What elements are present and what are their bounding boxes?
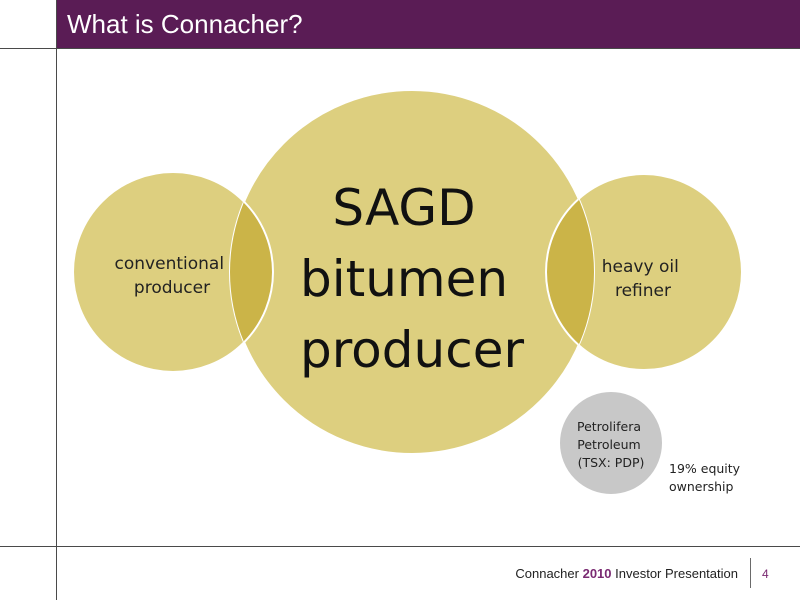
small-label-line-3: (TSX: PDP) [578,455,645,470]
page-number: 4 [762,567,769,581]
left-label-line-1: conventional [115,254,225,274]
connacher-diagram: conventional producer SAGD bitumen produ… [72,89,744,496]
footer-company: Connacher [515,566,579,581]
footer-divider [750,558,751,588]
left-label-line-2: producer [134,278,210,298]
left-vertical-rule [56,0,57,600]
footer-year: 2010 [582,566,612,581]
overlap-right [545,173,594,371]
slide-title: What is Connacher? [67,9,303,39]
small-label-line-1: Petrolifera [577,419,641,434]
header-rule [0,48,800,49]
footer-caption: Connacher 2010 Investor Presentation [515,566,738,582]
equity-annotation: 19% equity ownership [669,461,744,494]
footer-rule [0,546,800,547]
right-circle-label: heavy oil refiner [602,257,684,301]
right-label-line-2: refiner [615,281,671,301]
center-circle-label: SAGD bitumen producer [300,179,524,379]
annotation-line-2: ownership [669,479,734,494]
annotation-line-1: 19% equity [669,461,741,476]
circle-petrolifera-petroleum [558,390,664,496]
title-bar: What is Connacher? [57,0,800,48]
small-circle-label: Petrolifera Petroleum (TSX: PDP) [577,419,645,470]
center-label-line-2: bitumen [300,250,508,308]
center-label-line-1: SAGD [332,179,475,237]
center-label-line-3: producer [300,321,524,379]
footer-suffix: Investor Presentation [615,566,738,581]
overlap-left [230,171,274,373]
left-circle-label: conventional producer [115,254,230,298]
small-label-line-2: Petroleum [577,437,640,452]
right-label-line-1: heavy oil [602,257,679,277]
